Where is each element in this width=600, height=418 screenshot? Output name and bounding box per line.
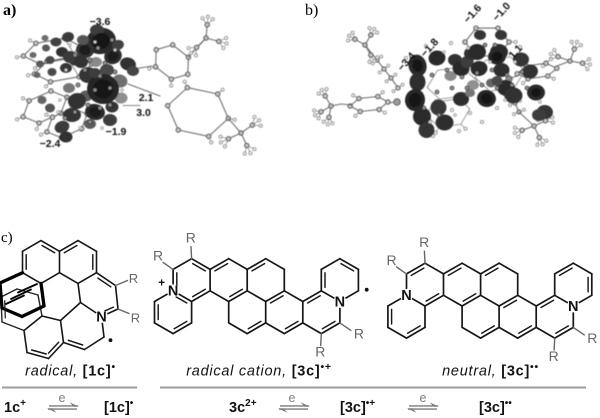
svg-text:3c2+: 3c2+ bbox=[229, 398, 257, 416]
svg-text:[1c]•: [1c]• bbox=[104, 398, 134, 416]
svg-text:R: R bbox=[131, 311, 140, 326]
svg-text:c): c) bbox=[1, 230, 13, 246]
svg-text:radical cation, [3c]•+: radical cation, [3c]•+ bbox=[186, 361, 332, 380]
svg-text:[3c]•+: [3c]•+ bbox=[340, 398, 375, 416]
svg-text:N: N bbox=[335, 294, 345, 310]
svg-text:e: e bbox=[59, 391, 66, 405]
svg-text:e: e bbox=[420, 391, 427, 405]
svg-text:−1.0: −1.0 bbox=[490, 0, 513, 24]
svg-text:a): a) bbox=[3, 2, 16, 19]
svg-text:−3.6: −3.6 bbox=[90, 16, 111, 28]
svg-text:R: R bbox=[386, 252, 396, 268]
svg-text:N: N bbox=[168, 284, 178, 300]
svg-text:b): b) bbox=[305, 2, 318, 19]
svg-text:R: R bbox=[549, 348, 559, 364]
svg-text:R: R bbox=[419, 234, 429, 250]
svg-text:N: N bbox=[96, 309, 106, 325]
svg-text:1c+: 1c+ bbox=[4, 398, 26, 416]
svg-text:R: R bbox=[354, 325, 364, 341]
svg-text:e: e bbox=[289, 391, 296, 405]
svg-text:−2.4: −2.4 bbox=[40, 138, 61, 150]
svg-text:N: N bbox=[401, 288, 411, 304]
svg-text:3.0: 3.0 bbox=[136, 107, 151, 119]
svg-text:−1.9: −1.9 bbox=[106, 126, 127, 138]
svg-text:+: + bbox=[158, 277, 165, 289]
svg-text:N: N bbox=[568, 299, 578, 315]
svg-text:R: R bbox=[186, 230, 196, 246]
svg-text:−1.6: −1.6 bbox=[461, 2, 484, 26]
svg-text:R: R bbox=[587, 330, 597, 346]
svg-text:R: R bbox=[129, 271, 138, 286]
svg-text:R: R bbox=[315, 344, 325, 360]
svg-text:[3c]••: [3c]•• bbox=[479, 398, 512, 416]
svg-text:neutral, [3c]••: neutral, [3c]•• bbox=[442, 361, 539, 380]
svg-text:radical, [1c]•: radical, [1c]• bbox=[25, 361, 116, 380]
svg-text:2.1: 2.1 bbox=[139, 92, 154, 104]
svg-text:R: R bbox=[153, 247, 163, 263]
